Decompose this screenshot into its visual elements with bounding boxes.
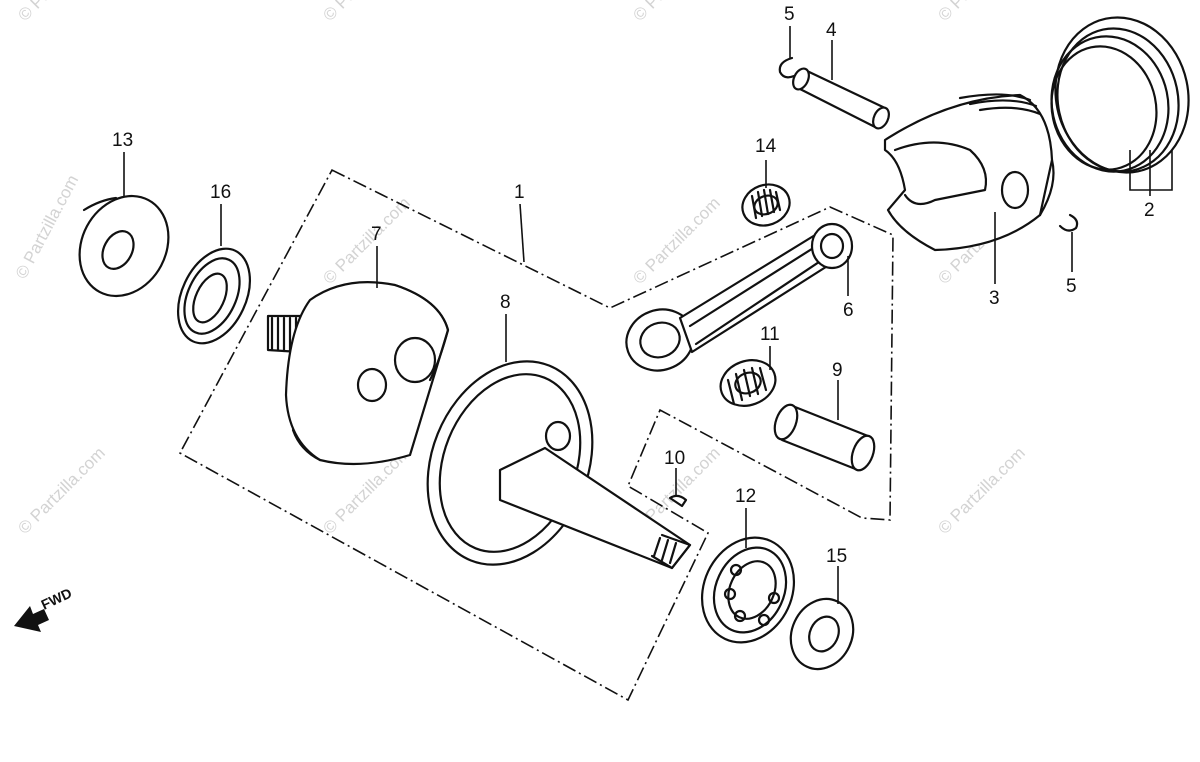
watermark: © Partzilla.com <box>629 193 723 287</box>
callout-13: 13 <box>112 130 133 151</box>
part-7-left-crank[interactable] <box>266 281 450 466</box>
callout-7: 7 <box>371 224 382 245</box>
watermark: © Partzilla.com <box>934 443 1028 537</box>
callout-6: 6 <box>843 300 854 321</box>
watermark: © Partzilla.com <box>934 0 1028 25</box>
callout-9: 9 <box>832 360 843 381</box>
part-5-circlip-top[interactable] <box>778 56 796 79</box>
part-14-needle-bearing[interactable] <box>737 178 796 232</box>
part-2-piston-rings[interactable] <box>1039 5 1200 191</box>
part-9-crank-pin[interactable] <box>770 402 878 474</box>
callout-15: 15 <box>826 546 847 567</box>
callout-11: 11 <box>760 324 780 345</box>
callout-12: 12 <box>735 486 756 507</box>
callout-1: 1 <box>514 182 525 203</box>
callout-4: 4 <box>826 20 837 41</box>
part-5-circlip-right[interactable] <box>1058 213 1079 232</box>
callout-5-top: 5 <box>784 4 795 25</box>
callouts: 13 16 7 1 8 4 5 14 6 11 9 10 12 15 3 5 2 <box>112 4 1155 567</box>
part-15-oil-seal[interactable] <box>780 589 865 680</box>
callout-14: 14 <box>755 136 777 157</box>
part-12-ball-bearing[interactable] <box>685 522 810 657</box>
crankshaft-assembly-outline <box>178 168 894 702</box>
watermark: © Partzilla.com <box>14 0 108 25</box>
part-16-oil-seal[interactable] <box>164 237 264 355</box>
watermark: © Partzilla.com <box>12 172 83 282</box>
callout-16: 16 <box>210 182 231 203</box>
callout-5-right: 5 <box>1066 276 1077 297</box>
part-13-oil-seal[interactable] <box>63 180 186 311</box>
watermark: © Partzilla.com <box>319 0 413 25</box>
callout-10: 10 <box>664 448 685 469</box>
fwd-label: FWD <box>39 585 75 613</box>
callout-8: 8 <box>500 292 511 313</box>
part-4-piston-pin[interactable] <box>790 66 892 131</box>
part-10-woodruff-key[interactable] <box>668 494 688 508</box>
fwd-arrow-icon <box>14 606 49 632</box>
watermark: © Partzilla.com <box>14 443 108 537</box>
part-8-right-crank[interactable] <box>398 336 692 589</box>
watermark: © Partzilla.com <box>319 193 413 287</box>
callout-2: 2 <box>1144 200 1155 221</box>
callout-3: 3 <box>989 288 1000 309</box>
part-3-piston[interactable] <box>883 93 1055 252</box>
part-6-connecting-rod[interactable] <box>618 222 854 380</box>
part-11-needle-bearing[interactable] <box>714 353 782 413</box>
watermark: © Partzilla.com <box>629 0 723 25</box>
leader-lines <box>123 26 1151 604</box>
fwd-indicator: FWD <box>14 585 74 632</box>
